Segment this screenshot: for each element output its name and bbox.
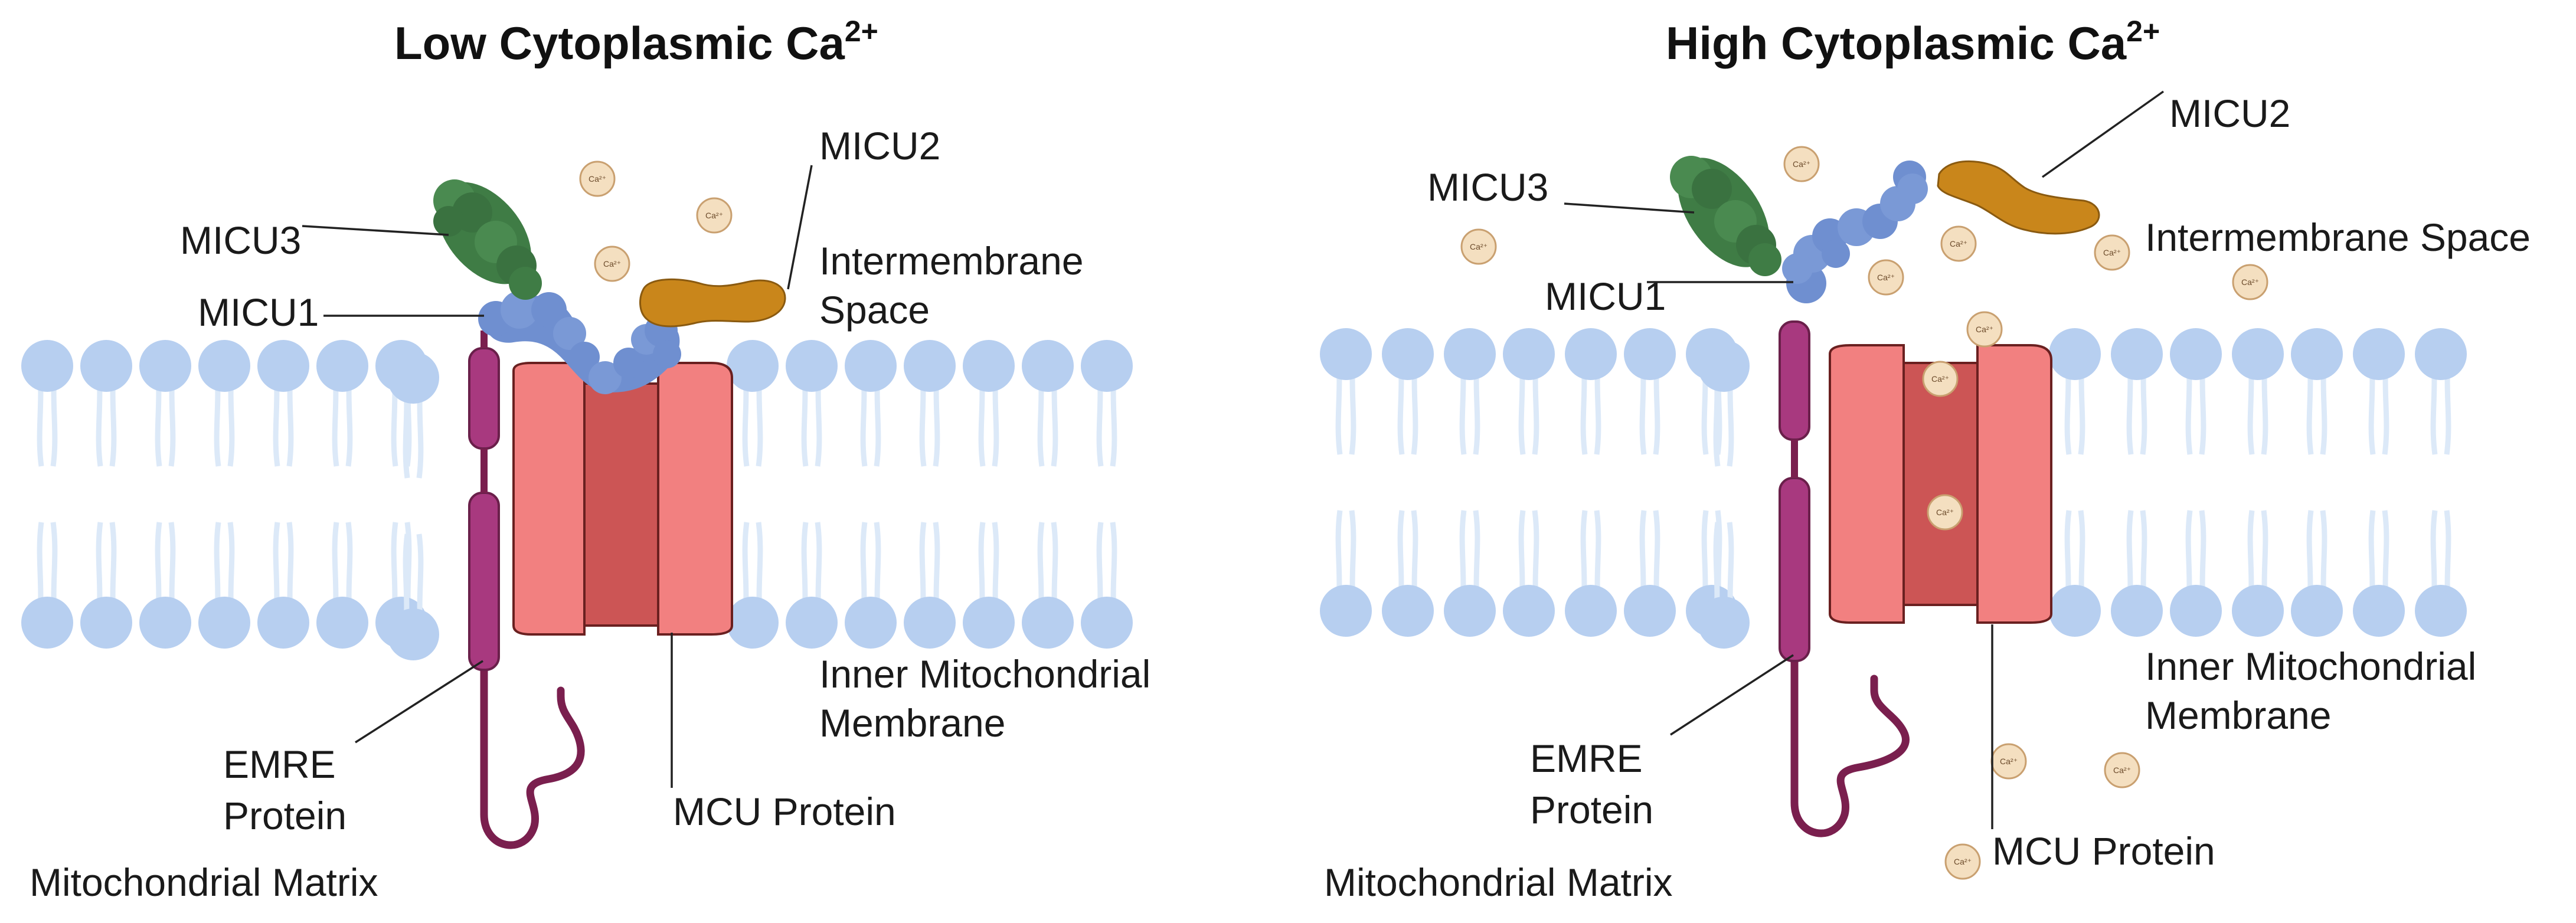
micu3-leader	[302, 225, 449, 236]
emre-protein	[1779, 320, 1910, 837]
micu2-label: MICU2	[819, 124, 940, 168]
micu3-label: MICU3	[180, 218, 301, 262]
micu1-label: MICU1	[198, 290, 319, 334]
calcium-ion-label: Ca²⁺	[705, 211, 723, 220]
calcium-ion-label: Ca²⁺	[1793, 159, 1810, 169]
micu3-leader	[1564, 202, 1695, 214]
emre-protein	[468, 330, 585, 849]
matrix-label: Mitochondrial Matrix	[30, 860, 378, 904]
intermembrane-label-line1: Intermembrane	[819, 239, 1084, 283]
calcium-ion-label: Ca²⁺	[1936, 508, 1954, 517]
emre-label-line1: EMRE	[223, 742, 336, 786]
calcium-ion-label: Ca²⁺	[2241, 277, 2259, 287]
panel-title: High Cytoplasmic Ca2+	[1666, 15, 2160, 69]
micu2-leader	[787, 165, 813, 290]
emre-label-line2: Protein	[223, 794, 346, 837]
matrix-label: Mitochondrial Matrix	[1324, 860, 1673, 904]
calcium-ion-label: Ca²⁺	[2103, 248, 2121, 257]
calcium-ion-label: Ca²⁺	[603, 259, 621, 269]
micu2-protein	[639, 279, 786, 328]
calcium-ion-label: Ca²⁺	[589, 174, 606, 184]
panel-title: Low Cytoplasmic Ca2+	[394, 15, 878, 69]
micu1-protein	[478, 291, 681, 394]
micu3-protein	[1670, 156, 1781, 276]
intermembrane-label-line2: Space	[819, 288, 930, 332]
panel-low: Low Cytoplasmic Ca2+	[21, 15, 1150, 904]
micu3-label: MICU3	[1427, 165, 1548, 209]
mcu-label: MCU Protein	[1992, 829, 2215, 873]
micu1-protein	[1782, 161, 1928, 303]
calcium-ion-label: Ca²⁺	[1950, 239, 1967, 248]
imm-label-line1: Inner Mitochondrial	[819, 652, 1150, 696]
emre-label-line1: EMRE	[1530, 737, 1643, 780]
micu2-leader	[2041, 90, 2165, 178]
imm-label-line2: Membrane	[2145, 693, 2331, 737]
emre-label-line2: Protein	[1530, 788, 1653, 832]
mcu-label: MCU Protein	[673, 790, 896, 833]
imm-label-line1: Inner Mitochondrial	[2145, 644, 2476, 688]
mcu-channel	[1829, 344, 2052, 624]
panel-high: High Cytoplasmic Ca2+	[1320, 15, 2531, 904]
intermembrane-label: Intermembrane Space	[2145, 215, 2531, 259]
calcium-ion-label: Ca²⁺	[1470, 242, 1488, 251]
calcium-ions: Ca²⁺ Ca²⁺ Ca²⁺ Ca²⁺ Ca²⁺ Ca²⁺ Ca²⁺ Ca²⁺ Ca²⁺ Ca²⁺…	[1460, 146, 2268, 880]
imm-label-line2: Membrane	[819, 701, 1005, 745]
micu2-protein	[1937, 160, 2100, 235]
calcium-ion-label: Ca²⁺	[1954, 857, 1972, 866]
calcium-ion-label: Ca²⁺	[1931, 374, 1949, 384]
calcium-ions: Ca²⁺ Ca²⁺ Ca²⁺	[579, 161, 733, 282]
micu2-label: MICU2	[2169, 91, 2290, 135]
mcu-channel	[512, 362, 733, 636]
calcium-ion-label: Ca²⁺	[2000, 757, 2018, 766]
calcium-ion-label: Ca²⁺	[1976, 325, 1993, 334]
micu1-label: MICU1	[1545, 274, 1666, 318]
calcium-ion-label: Ca²⁺	[2113, 765, 2131, 775]
emre-leader	[1670, 654, 1794, 736]
micu3-protein	[433, 179, 542, 300]
calcium-ion-label: Ca²⁺	[1877, 273, 1895, 282]
emre-leader	[355, 660, 483, 744]
